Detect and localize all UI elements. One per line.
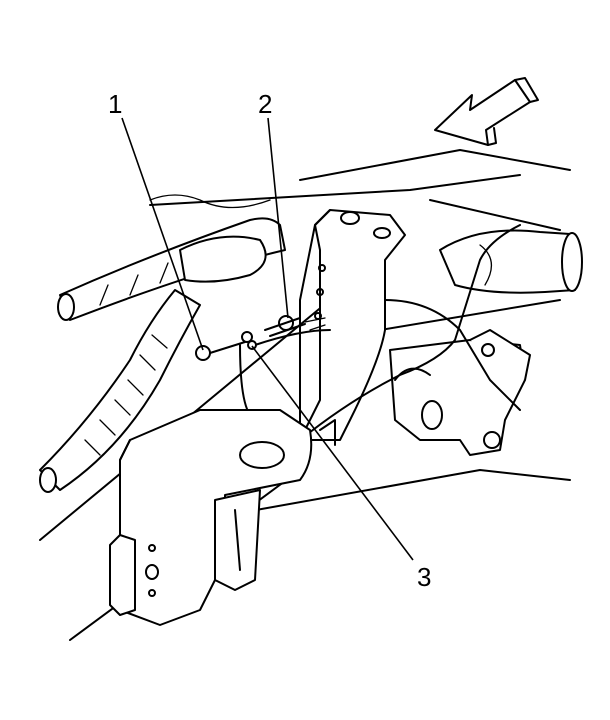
callout-1: 1 [108, 89, 122, 119]
callout-3: 3 [417, 562, 431, 592]
leader-3 [251, 345, 414, 561]
part-2-clip [264, 315, 326, 337]
frame-bracket [299, 209, 406, 446]
crossmember [389, 329, 531, 456]
front-direction-arrow-icon [434, 77, 539, 146]
leader-1 [121, 117, 204, 351]
right-tube [439, 229, 583, 294]
part-1-bolt [195, 341, 246, 361]
part-3-cable-end [241, 331, 257, 350]
callout-2: 2 [258, 89, 272, 119]
leader-2 [267, 117, 289, 319]
wiring-harness [39, 194, 286, 493]
mount-bracket [109, 409, 313, 626]
